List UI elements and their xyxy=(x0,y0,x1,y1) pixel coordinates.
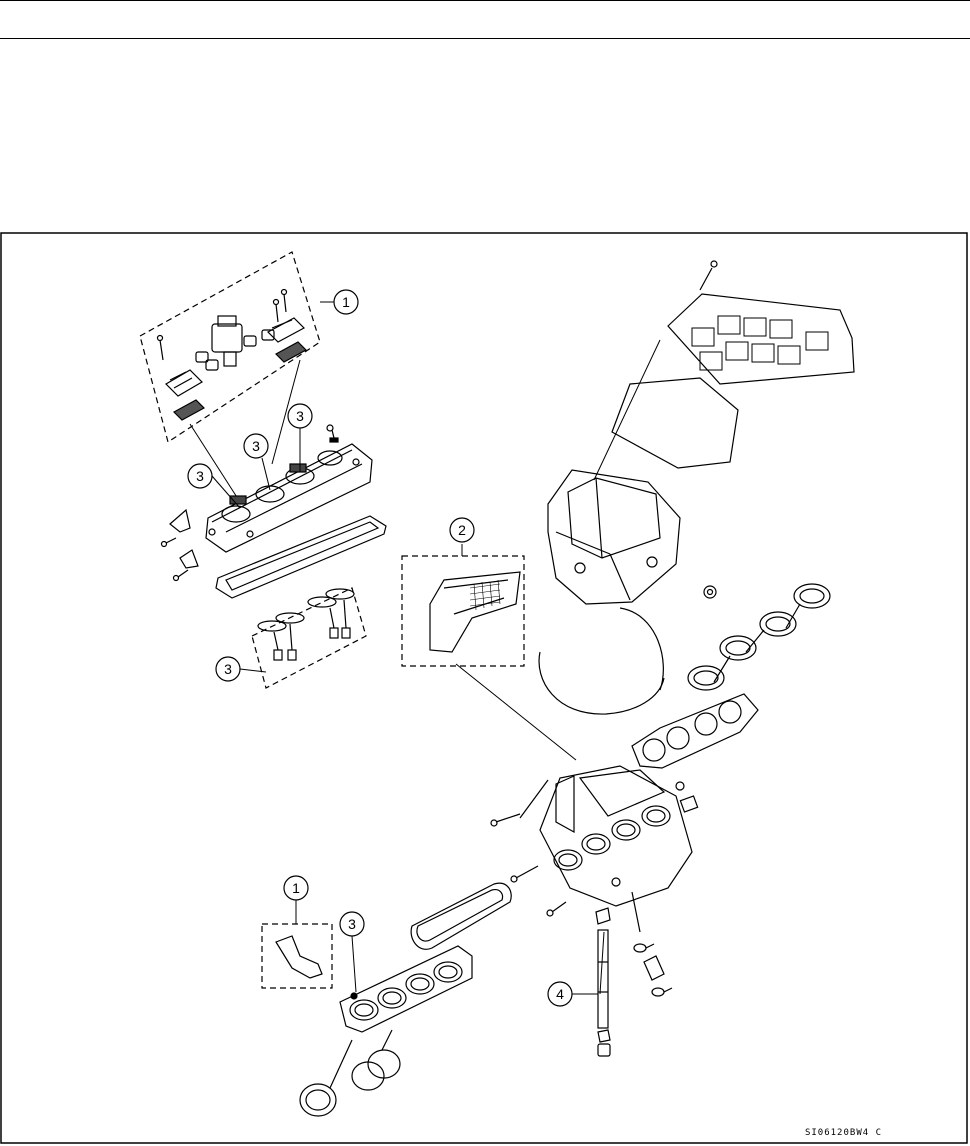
callout-4: 4 xyxy=(548,982,572,1006)
callout-1-upper: 1 xyxy=(334,290,358,314)
callout-3-lower-label: 3 xyxy=(348,916,356,932)
header-rule-bottom xyxy=(0,38,970,39)
header-rule-top xyxy=(0,0,970,1)
callout-2-label: 2 xyxy=(458,522,466,538)
callout-2: 2 xyxy=(450,518,474,542)
exploded-parts-diagram: 1 3 3 3 2 3 1 3 xyxy=(0,232,968,1144)
callout-3-right-label: 3 xyxy=(296,408,304,424)
callout-1-lower: 1 xyxy=(284,876,308,900)
callout-1-upper-label: 1 xyxy=(342,294,350,310)
drawing-code: SI06120BW4 C xyxy=(805,1128,882,1138)
callout-3-middle-label: 3 xyxy=(252,438,260,454)
callout-4-label: 4 xyxy=(556,986,564,1002)
callout-3-lower: 3 xyxy=(340,912,364,936)
callout-3-left-label: 3 xyxy=(196,468,204,484)
diagram-border xyxy=(1,233,967,1143)
callout-3-plugs-label: 3 xyxy=(224,661,232,677)
callout-1-lower-label: 1 xyxy=(292,880,300,896)
callout-3-plugs: 3 xyxy=(216,657,240,681)
